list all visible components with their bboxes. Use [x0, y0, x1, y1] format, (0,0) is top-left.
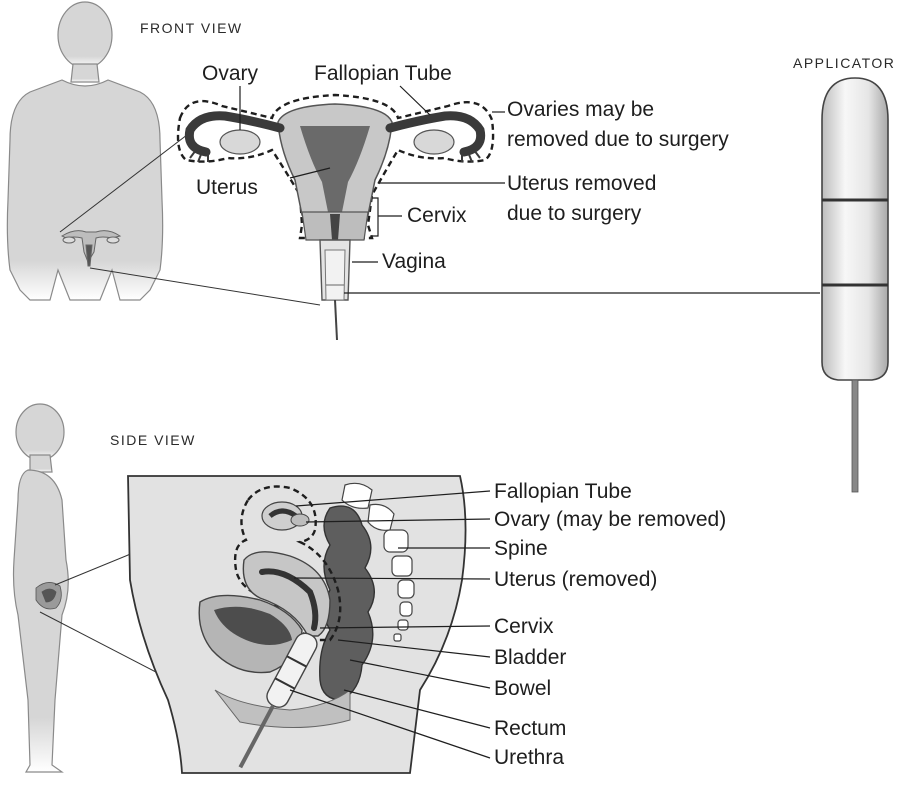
label-uterus-front: Uterus — [196, 176, 258, 200]
label-fallopian-tube-side: Fallopian Tube — [494, 480, 632, 504]
front-view-title: FRONT VIEW — [140, 20, 243, 36]
label-ovary: Ovary — [202, 62, 258, 86]
side-mini-pelvis — [36, 582, 61, 609]
applicator-title: APPLICATOR — [793, 55, 895, 71]
label-ovaries-note-2: removed due to surgery — [507, 128, 729, 152]
label-fallopian-tube-front: Fallopian Tube — [314, 62, 452, 86]
label-rectum: Rectum — [494, 717, 566, 741]
side-view-title: SIDE VIEW — [110, 432, 196, 448]
label-uterus-side: Uterus (removed) — [494, 568, 657, 592]
label-vagina: Vagina — [382, 250, 446, 274]
label-bladder: Bladder — [494, 646, 566, 670]
label-spine: Spine — [494, 537, 548, 561]
label-cervix-front: Cervix — [407, 204, 467, 228]
applicator-device — [822, 78, 888, 492]
label-uterus-note-1: Uterus removed — [507, 172, 656, 196]
label-bowel: Bowel — [494, 677, 551, 701]
label-urethra: Urethra — [494, 746, 564, 770]
label-cervix-side: Cervix — [494, 615, 554, 639]
label-ovary-side: Ovary (may be removed) — [494, 508, 726, 532]
label-ovaries-note-1: Ovaries may be — [507, 98, 654, 122]
label-uterus-note-2: due to surgery — [507, 202, 641, 226]
